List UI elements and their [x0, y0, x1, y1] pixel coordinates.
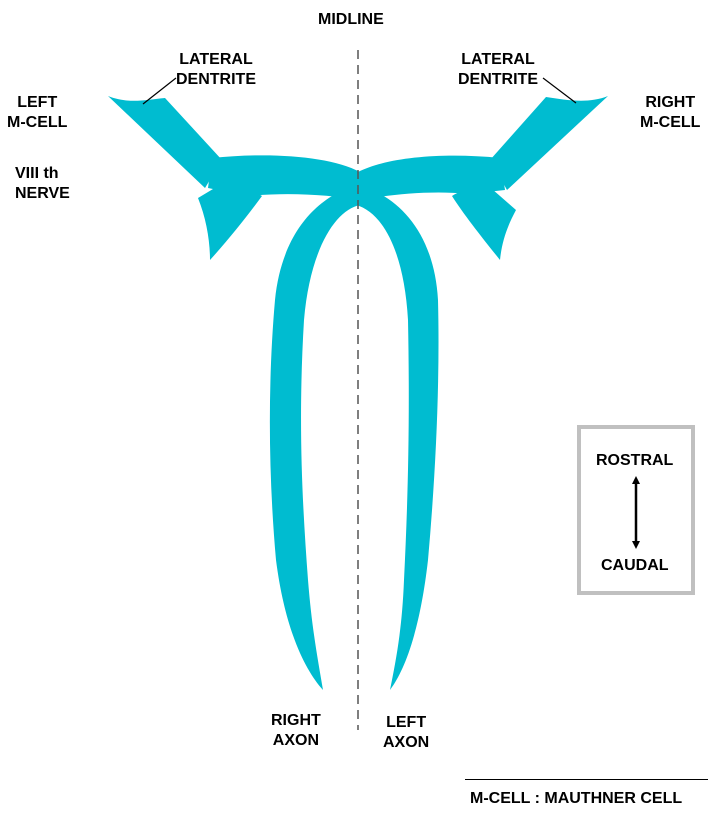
left-lateral-dentrite-label: LATERAL DENTRITE — [176, 50, 256, 90]
left-axon — [356, 185, 439, 690]
midline-label: MIDLINE — [318, 10, 384, 30]
left-viii-nerve-stub — [198, 180, 262, 260]
right-axon-label: RIGHT AXON — [271, 711, 321, 751]
left-axon-label: LEFT AXON — [383, 713, 429, 753]
caudal-label: CAUDAL — [601, 556, 669, 576]
rostral-label: ROSTRAL — [596, 451, 673, 471]
right-mcell-label: RIGHT M-CELL — [640, 93, 700, 133]
right-viii-nerve-stub — [452, 182, 516, 260]
right-axon — [270, 185, 360, 690]
footer-legend: M-CELL : MAUTHNER CELL — [470, 789, 682, 809]
left-lateral-dendrite — [108, 96, 222, 188]
left-mcell-label: LEFT M-CELL — [7, 93, 67, 133]
viii-nerve-label: VIII th NERVE — [15, 164, 70, 204]
footer-divider — [465, 779, 708, 780]
right-lateral-dendrite — [490, 96, 608, 190]
right-lateral-dentrite-label: LATERAL DENTRITE — [458, 50, 538, 90]
